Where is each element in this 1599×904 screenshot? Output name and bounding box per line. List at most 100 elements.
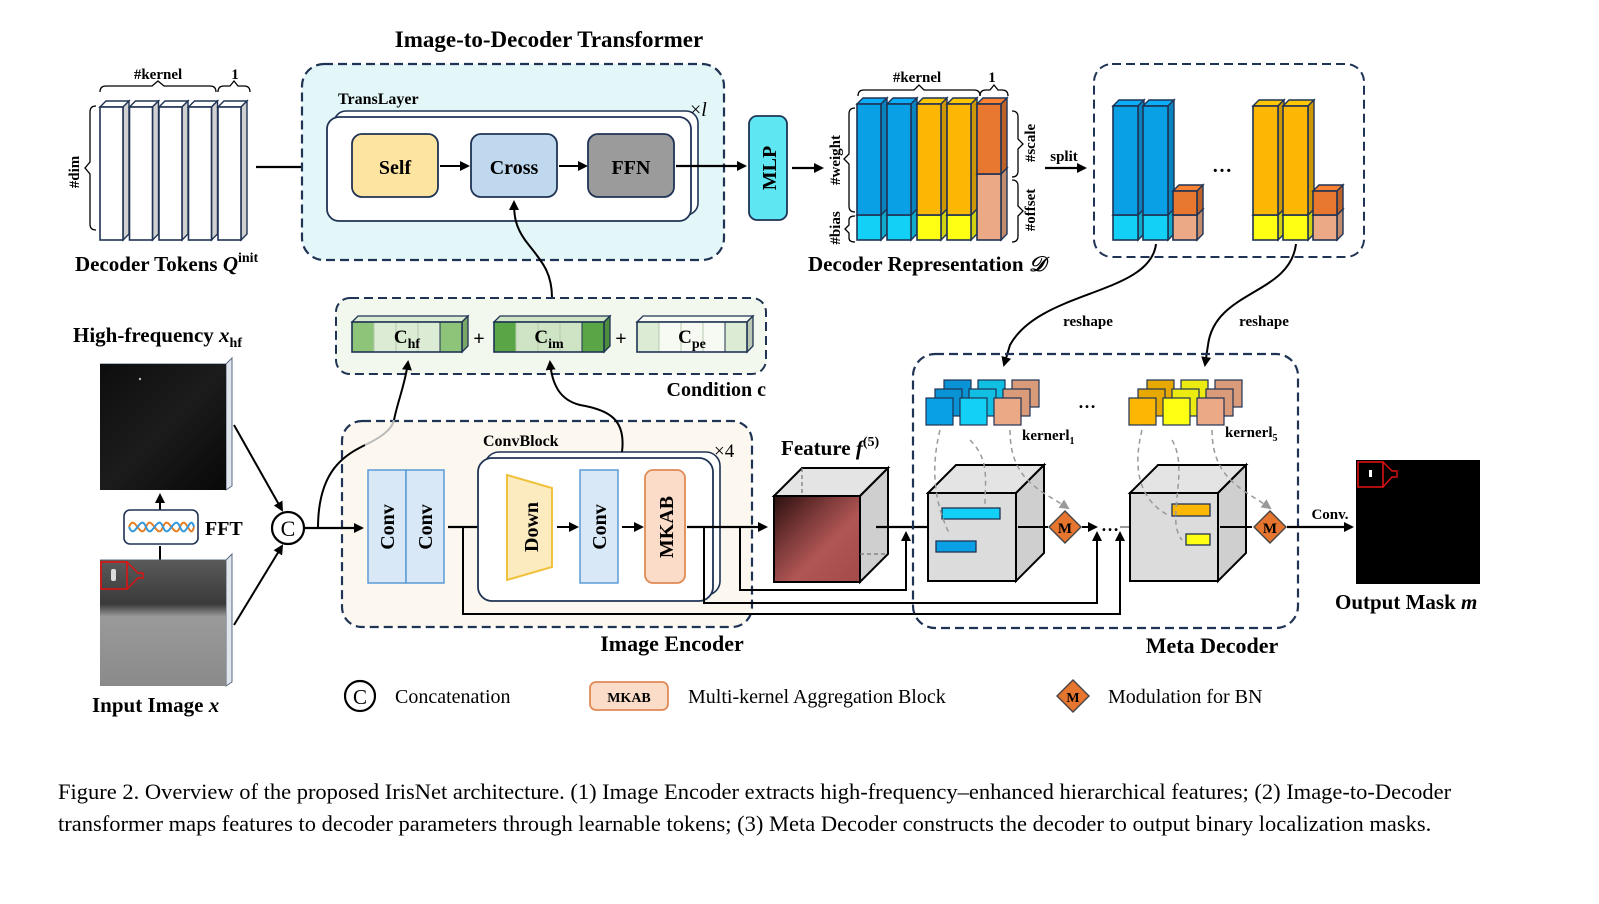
plus-1: + [473,328,484,350]
condition-token-cell [373,321,397,353]
stem-conv-2 [405,469,445,584]
rep-offset-cell-side [1000,166,1008,242]
split-bias-cell [1252,214,1279,241]
condition-token-cell [581,321,605,353]
split-offset-cell [1312,214,1338,241]
meta-decoder-title: Meta Decoder [1146,633,1279,658]
split-bias-cell [1142,214,1169,241]
translayer-repeat: ×l [690,99,707,121]
convblock-conv [579,469,619,584]
kernel-tile [959,397,988,426]
condition-token-side [746,314,754,354]
kernel-stacks [925,379,1243,426]
condition-token-label: Chf [394,327,421,352]
mkab-label: MKAB [656,496,678,558]
image-to-decoder-transformer: Image-to-Decoder Transformer TransLayer … [300,27,747,262]
token-column [128,106,154,241]
token-column [99,106,124,241]
output-target [1369,470,1372,477]
kernel-tile [1128,397,1157,426]
kernel-tile [925,397,954,426]
output-zoom-connector [1382,461,1398,488]
split-scale-cell-side [1196,183,1204,217]
tokens-one-label: 1 [231,67,239,83]
hf-title: High-frequency xhf [73,323,242,351]
self-attention-block [351,133,439,198]
bias-brace [844,215,856,243]
token-columns [98,99,249,242]
legend-concat-icon [343,679,377,713]
modulation-1-label: M [1058,521,1072,537]
cube-5-dash-1 [1137,429,1169,516]
condition-token-top [492,315,612,323]
stem-conv-1 [367,469,407,584]
cube-5-dash-3 [1211,429,1272,510]
kernel-tile [1196,397,1225,426]
input-title: Input Image x [92,693,219,717]
rep-one-label: 1 [988,70,996,86]
one-brace [217,79,251,93]
split-label: split [1050,149,1078,165]
rep-bias-cell [856,214,882,241]
output-title: Output Mask m [1335,590,1477,614]
decoder-ellipsis: … [1101,515,1119,535]
input-zoom-connector [126,561,144,590]
concat-icon [270,510,306,546]
rep-columns [855,96,1009,242]
down-block [506,473,553,582]
encoder-to-cim-arrow [545,360,624,453]
input-zoom-box [100,561,128,590]
condition-token-cell [417,321,441,353]
rep-offset-cell [976,173,1002,241]
cross-label: Cross [490,157,539,179]
split-scale-cell [1312,190,1338,216]
mlp-block [748,115,788,221]
encoder-title: Image Encoder [600,631,744,656]
image-encoder: Image Encoder Conv Conv ConvBlock ×4 Dow… [305,360,1125,656]
feature-cube: Feature f(5) [771,435,938,585]
token-column-side [151,99,160,242]
condition-token-side [603,314,611,354]
rep-weight-cell [886,103,912,216]
fft-label: FFT [205,518,243,540]
split-scale-cell [1172,190,1198,216]
transformer-title: Image-to-Decoder Transformer [395,27,703,52]
legend-mkab-label: Multi-kernel Aggregation Block [688,686,946,708]
rep-title: Decoder Representation 𝒟 [808,252,1050,276]
mkab-block [644,469,686,584]
condition-token-cell [702,321,726,353]
fft-block [123,509,199,545]
output-mask-image [1356,460,1480,584]
tokens-kernel-label: #kernel [134,67,182,83]
condition-token-cell [724,321,748,353]
skip-line-2 [703,527,1102,604]
condition-token [493,321,605,353]
modulation-1-icon [1048,510,1082,544]
legend-concat-label: Concatenation [395,686,511,708]
mlp-label: MLP [759,146,781,190]
offset-brace [1011,179,1024,243]
translayer-label: TransLayer [338,91,419,108]
split-scale-cell-side [1336,183,1344,217]
modulation-5-icon [1253,510,1287,544]
output-zoom-box [1357,461,1384,488]
legend-modulation-label: Modulation for BN [1108,686,1262,708]
reshape-arrow-1 [1001,243,1157,367]
bias-label: #bias [828,211,844,245]
self-label: Self [379,157,412,179]
split-bias-cell [1282,214,1309,241]
rep-weight-cell [946,103,972,216]
input-section: High-frequency xhf FFT Input Image x C [73,323,306,717]
cube-5-bias-bar [1185,533,1211,546]
weight-label: #weight [828,135,844,185]
condition-to-cross-arrow [509,200,553,299]
scale-brace [1011,110,1024,178]
meta-decoder-container [911,352,1300,630]
condition-token [351,321,463,353]
rep-weight-cell-side [970,96,978,217]
token-column-side [122,99,130,242]
figure-caption: Figure 2. Overview of the proposed IrisN… [58,779,1452,836]
cube-1-weight-bar [941,507,1001,520]
